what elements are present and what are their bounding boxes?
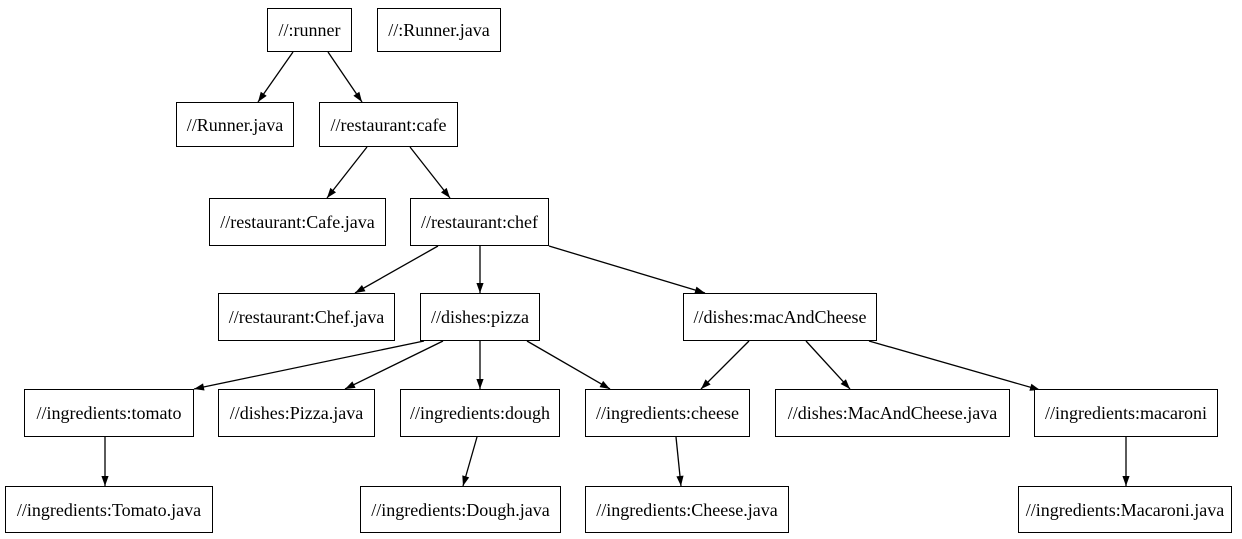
graph-node-runner: //:runner — [267, 8, 352, 52]
graph-node-label: //ingredients:Dough.java — [371, 499, 550, 520]
edge-cafe-to-cafe-java — [326, 146, 368, 199]
graph-node-label: //:runner — [278, 20, 341, 40]
graph-node-label: //restaurant:chef — [421, 212, 538, 232]
graph-node-cafe: //restaurant:cafe — [319, 102, 458, 147]
graph-node-chef-java: //restaurant:Chef.java — [218, 293, 395, 341]
graph-node-runner-java: //Runner.java — [176, 102, 294, 147]
graph-node-cheese-java: //ingredients:Cheese.java — [585, 486, 789, 533]
graph-node-tomato: //ingredients:tomato — [24, 389, 194, 437]
edge-chef-to-mac-and-cheese — [548, 245, 706, 294]
graph-node-label: //ingredients:dough — [410, 403, 550, 423]
edge-mac-and-cheese-to-cheese — [700, 340, 750, 390]
graph-node-label: //ingredients:macaroni — [1045, 403, 1207, 423]
graph-node-dough-java: //ingredients:Dough.java — [360, 486, 561, 533]
graph-node-label: //restaurant:Chef.java — [228, 307, 385, 327]
graph-node-cafe-java: //restaurant:Cafe.java — [209, 198, 386, 246]
edge-mac-and-cheese-to-macaroni — [868, 340, 1041, 391]
graph-node-label: //ingredients:tomato — [36, 403, 182, 423]
graph-node-label: //ingredients:Cheese.java — [596, 499, 778, 520]
graph-node-mac-and-cheese: //dishes:macAndCheese — [683, 293, 877, 341]
edge-cafe-to-chef — [409, 146, 451, 199]
graph-node-pizza: //dishes:pizza — [420, 293, 540, 341]
edge-mac-and-cheese-to-mac-and-cheese-java — [805, 340, 851, 390]
edge-pizza-to-tomato — [193, 340, 425, 391]
edge-group — [101, 51, 1130, 487]
edge-pizza-to-pizza-java — [344, 340, 444, 390]
graph-node-macaroni: //ingredients:macaroni — [1034, 389, 1218, 437]
edge-runner-to-runner-java — [257, 51, 294, 103]
graph-node-macaroni-java: //ingredients:Macaroni.java — [1018, 486, 1232, 533]
edge-runner-to-cafe — [327, 51, 363, 103]
graph-node-cheese: //ingredients:cheese — [585, 389, 750, 437]
graph-node-label: //ingredients:Tomato.java — [16, 499, 202, 520]
graph-node-label: //dishes:macAndCheese — [693, 307, 867, 327]
edge-pizza-to-cheese — [526, 340, 611, 390]
graph-node-label: //ingredients:cheese — [596, 403, 739, 423]
graph-node-label: //Runner.java — [186, 114, 284, 135]
graph-node-label: //:Runner.java — [388, 20, 490, 40]
graph-node-runner-java-src: //:Runner.java — [377, 8, 501, 52]
edge-dough-to-dough-java — [462, 436, 478, 487]
graph-node-tomato-java: //ingredients:Tomato.java — [5, 486, 213, 533]
graph-node-label: //ingredients:Macaroni.java — [1025, 499, 1225, 520]
graph-node-label: //restaurant:Cafe.java — [220, 212, 375, 232]
graph-node-label: //dishes:pizza — [431, 307, 529, 327]
graph-node-label: //dishes:Pizza.java — [229, 403, 364, 423]
edge-cheese-to-cheese-java — [675, 436, 684, 487]
graph-node-dough: //ingredients:dough — [400, 389, 560, 437]
graph-node-label: //dishes:MacAndCheese.java — [787, 403, 998, 423]
graph-node-chef: //restaurant:chef — [410, 198, 549, 246]
graph-node-mac-and-cheese-java: //dishes:MacAndCheese.java — [775, 389, 1010, 437]
graph-node-label: //restaurant:cafe — [330, 114, 447, 135]
edge-chef-to-chef-java — [354, 245, 439, 294]
graph-node-pizza-java: //dishes:Pizza.java — [218, 389, 375, 437]
